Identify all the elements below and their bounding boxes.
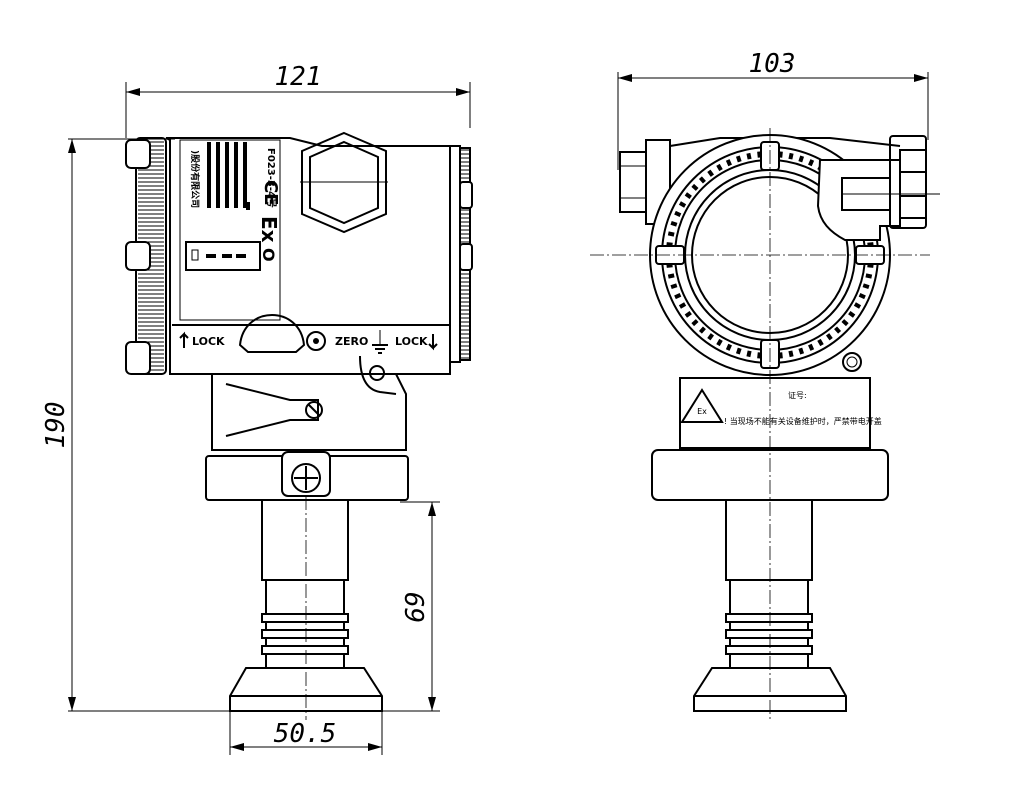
cert-number: F023-3-4号 bbox=[265, 148, 277, 208]
dimension-190: 190 bbox=[41, 138, 232, 712]
lock-row: LOCK ZERO LOCK bbox=[179, 314, 438, 354]
front-view: 103 bbox=[590, 49, 940, 720]
front-plate-line1: 证号: bbox=[788, 391, 807, 400]
front-plate: Ex 证号: ! 当现场不能有关设备维护时，严禁带电开盖 bbox=[680, 388, 882, 426]
ce-mark: CE bbox=[260, 180, 281, 206]
dimension-190-label: 190 bbox=[41, 402, 71, 449]
ground-icon bbox=[372, 330, 388, 354]
dimension-121: 121 bbox=[125, 62, 471, 138]
dimension-121-label: 121 bbox=[275, 62, 322, 92]
ex-o-mark: O bbox=[259, 248, 278, 262]
front-stem bbox=[693, 499, 847, 712]
nameplate: )股份有限公司 F023-3-4号 CE Ex O bbox=[179, 139, 281, 321]
ex-mark: Ex bbox=[257, 216, 281, 243]
left-end-cap bbox=[125, 137, 167, 375]
housing-body bbox=[165, 137, 473, 375]
hex-plug bbox=[300, 131, 388, 234]
side-view: 121 190 69 50.5 bbox=[41, 62, 473, 755]
dimension-103-label: 103 bbox=[749, 49, 796, 79]
dimension-50-5-label: 50.5 bbox=[274, 719, 337, 749]
svg-text:Ex: Ex bbox=[697, 407, 707, 416]
lock-left-label: LOCK bbox=[192, 335, 225, 348]
arrow-up-icon bbox=[179, 331, 189, 348]
dimension-69-label: 69 bbox=[401, 591, 431, 622]
zero-label: ZERO bbox=[335, 335, 368, 348]
side-stem bbox=[229, 496, 383, 720]
arrow-down-icon bbox=[428, 334, 438, 351]
dimension-50-5: 50.5 bbox=[229, 712, 383, 755]
front-plate-warning: ! 当现场不能有关设备维护时，严禁带电开盖 bbox=[724, 416, 882, 426]
dimension-103: 103 bbox=[617, 49, 929, 170]
company-text: )股份有限公司 bbox=[189, 150, 201, 208]
ex-triangle-icon: Ex bbox=[680, 388, 724, 423]
section-fitting bbox=[816, 135, 940, 241]
neck-housing bbox=[205, 355, 409, 501]
dimension-69: 69 bbox=[380, 501, 440, 712]
lock-right-label: LOCK bbox=[395, 335, 428, 348]
